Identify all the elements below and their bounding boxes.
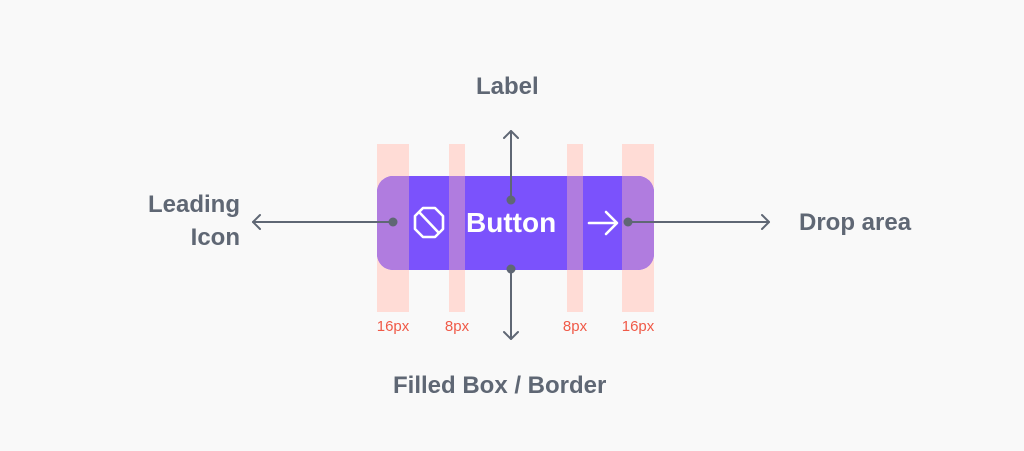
button-filled-box[interactable] bbox=[377, 176, 654, 270]
connector-drop-area bbox=[627, 214, 770, 230]
leading-icon-annotation-line2: Icon bbox=[190, 224, 240, 251]
padding-overlay-right-inner bbox=[567, 176, 583, 270]
connector-filled-box bbox=[503, 268, 519, 340]
spacing-label-right-outer: 16px bbox=[621, 318, 655, 335]
filled-box-annotation: Filled Box / Border bbox=[393, 372, 607, 399]
blocked-circle-icon bbox=[413, 206, 445, 239]
spacing-label-right-inner: 8px bbox=[562, 318, 588, 335]
padding-overlay-left-inner bbox=[449, 176, 465, 270]
connector-leading-icon-dot bbox=[388, 217, 398, 227]
drop-area-annotation: Drop area bbox=[799, 209, 912, 236]
connector-label bbox=[503, 130, 519, 201]
spacing-label-left-outer: 16px bbox=[376, 318, 410, 335]
connector-drop-area-dot bbox=[623, 217, 633, 227]
arrow-right-icon bbox=[587, 210, 619, 236]
label-annotation: Label bbox=[476, 73, 539, 100]
leading-icon-annotation-line1: Leading bbox=[147, 191, 240, 218]
connector-leading-icon bbox=[252, 214, 394, 230]
connector-label-dot bbox=[506, 195, 516, 205]
button-label: Button bbox=[466, 207, 557, 238]
spacing-label-left-inner: 8px bbox=[444, 318, 470, 335]
leading-icon-annotation: Leading Icon bbox=[100, 188, 240, 254]
connector-filled-box-dot bbox=[506, 264, 516, 274]
